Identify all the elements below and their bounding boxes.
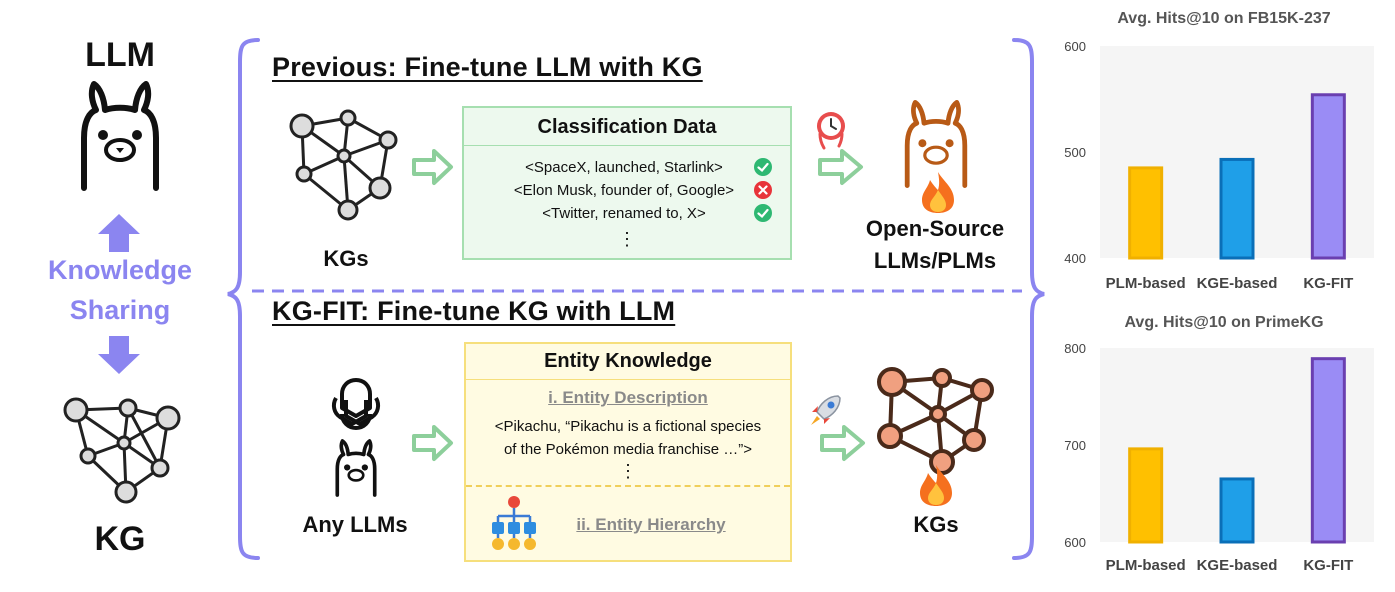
top-kgs-label: KGs — [323, 246, 369, 271]
classification-data-title: Classification Data — [537, 116, 717, 138]
top-target-line2: LLMs/PLMs — [873, 248, 997, 273]
y-tick-label: 600 — [1064, 535, 1086, 550]
left-brace — [227, 38, 260, 560]
kg-graph-icon — [63, 397, 181, 504]
top-panel-title: Previous: Fine-tune LLM with KG — [272, 52, 703, 82]
any-llms-label: Any LLMs — [302, 512, 408, 537]
bottom-panel-title: KG-FIT: Fine-tune KG with LLM — [272, 296, 676, 326]
entity-hierarchy-heading: ii. Entity Hierarchy — [576, 515, 726, 534]
y-tick-label: 800 — [1064, 341, 1086, 356]
bar-plm-based — [1128, 166, 1164, 260]
bar-kg-fit — [1310, 93, 1346, 260]
ellipsis: ⋮ — [618, 229, 636, 249]
knowledge-sharing-line1: Knowledge — [47, 255, 192, 285]
arrow-up-icon — [98, 214, 140, 252]
arrow-right-icon — [818, 149, 863, 185]
arrow-down-icon — [98, 336, 140, 374]
llama-icon — [335, 439, 377, 497]
y-tick-label: 700 — [1064, 438, 1086, 453]
chart-2-title: Avg. Hits@10 on PrimeKG — [1124, 314, 1324, 331]
section-divider — [466, 485, 790, 487]
category-label: KGE-based — [1197, 275, 1278, 292]
y-tick-label: 400 — [1064, 251, 1086, 266]
triple-row: <SpaceX, launched, Starlink> — [525, 159, 723, 176]
entity-knowledge-box: Entity Knowledge i. Entity Description <… — [464, 342, 792, 562]
rocket-icon — [811, 395, 841, 425]
arrow-right-icon — [412, 149, 453, 185]
arrow-right-icon — [412, 425, 453, 461]
kg-label: KG — [94, 520, 146, 558]
hierarchy-icon — [492, 496, 536, 550]
fire-icon — [920, 465, 952, 506]
chart-1-title: Avg. Hits@10 on FB15K-237 — [1117, 10, 1331, 27]
panel-divider — [252, 289, 1022, 293]
ellipsis: ⋮ — [619, 461, 637, 481]
bar-plm-based — [1128, 447, 1164, 544]
openai-icon — [331, 378, 381, 430]
bar-kge-based — [1219, 477, 1255, 544]
bottom-kgs-label: KGs — [913, 512, 959, 537]
entity-description-line: <Pikachu, “Pikachu is a fictional specie… — [494, 418, 762, 435]
entity-knowledge-title: Entity Knowledge — [544, 350, 712, 372]
triple-row: <Elon Musk, founder of, Google> — [513, 182, 735, 199]
entity-description-line: of the Pokémon media franchise …”> — [503, 441, 753, 458]
category-label: KG-FIT — [1303, 557, 1353, 574]
llama-icon — [81, 81, 159, 191]
classification-data-box: Classification Data <SpaceX, launched, S… — [462, 106, 792, 260]
knowledge-sharing-line2: Sharing — [69, 295, 171, 325]
kg-graph-icon — [877, 367, 994, 475]
cross-icon — [754, 181, 772, 199]
check-icon — [754, 204, 772, 222]
right-brace — [1012, 38, 1045, 560]
arrow-right-icon — [820, 425, 865, 461]
category-label: PLM-based — [1106, 557, 1186, 574]
fire-icon — [922, 172, 954, 213]
melting-clock-icon — [817, 112, 845, 150]
category-label: PLM-based — [1106, 275, 1186, 292]
bar-kg-fit — [1310, 357, 1346, 544]
triple-row: <Twitter, renamed to, X> — [542, 205, 706, 222]
y-tick-label: 500 — [1064, 145, 1086, 160]
llama-icon — [904, 100, 968, 189]
top-target-line1: Open-Source — [865, 216, 1005, 241]
bar-kge-based — [1219, 157, 1255, 260]
llm-label: LLM — [85, 36, 155, 74]
y-tick-label: 600 — [1064, 39, 1086, 54]
category-label: KGE-based — [1197, 557, 1278, 574]
kg-graph-icon — [289, 109, 398, 221]
entity-description-heading: i. Entity Description — [548, 388, 708, 407]
check-icon — [754, 158, 772, 176]
category-label: KG-FIT — [1303, 275, 1353, 292]
